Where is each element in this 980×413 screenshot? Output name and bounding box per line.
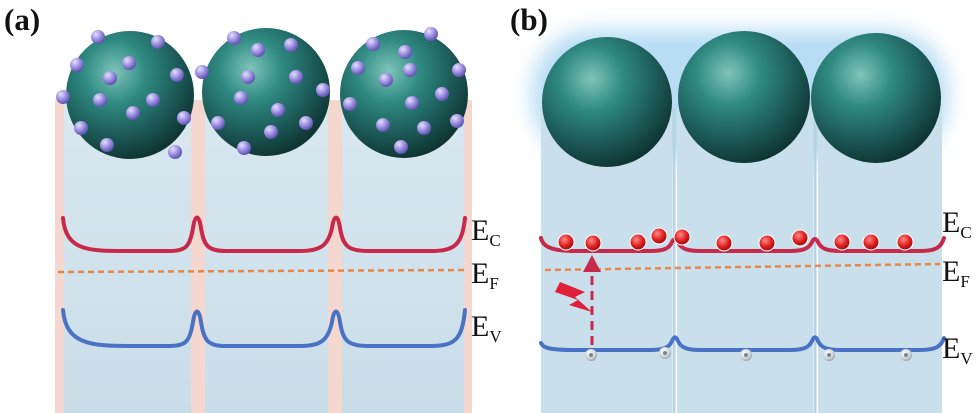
valence-band	[61, 308, 467, 348]
particle-sphere	[542, 37, 672, 167]
particle-sphere	[811, 33, 941, 163]
grain-boundary	[55, 100, 64, 413]
fermi-level	[544, 262, 941, 272]
conduction-band	[61, 215, 467, 254]
panel-b	[532, 30, 948, 413]
lightning-bolt-icon	[555, 282, 592, 312]
particle-sphere	[66, 31, 194, 159]
grain-boundary	[464, 100, 472, 413]
particle-sphere	[340, 30, 468, 158]
particle-sphere	[678, 31, 810, 163]
particle-sphere	[202, 28, 330, 156]
grain-boundary	[191, 100, 205, 413]
arrow-head	[583, 255, 601, 272]
conduction-band	[539, 236, 946, 253]
panel-a	[55, 27, 472, 413]
hole-dots	[589, 351, 908, 357]
adsorbed-species	[56, 27, 466, 159]
grain-boundary	[328, 100, 342, 413]
electrons	[557, 227, 914, 252]
fermi-level	[57, 268, 469, 274]
